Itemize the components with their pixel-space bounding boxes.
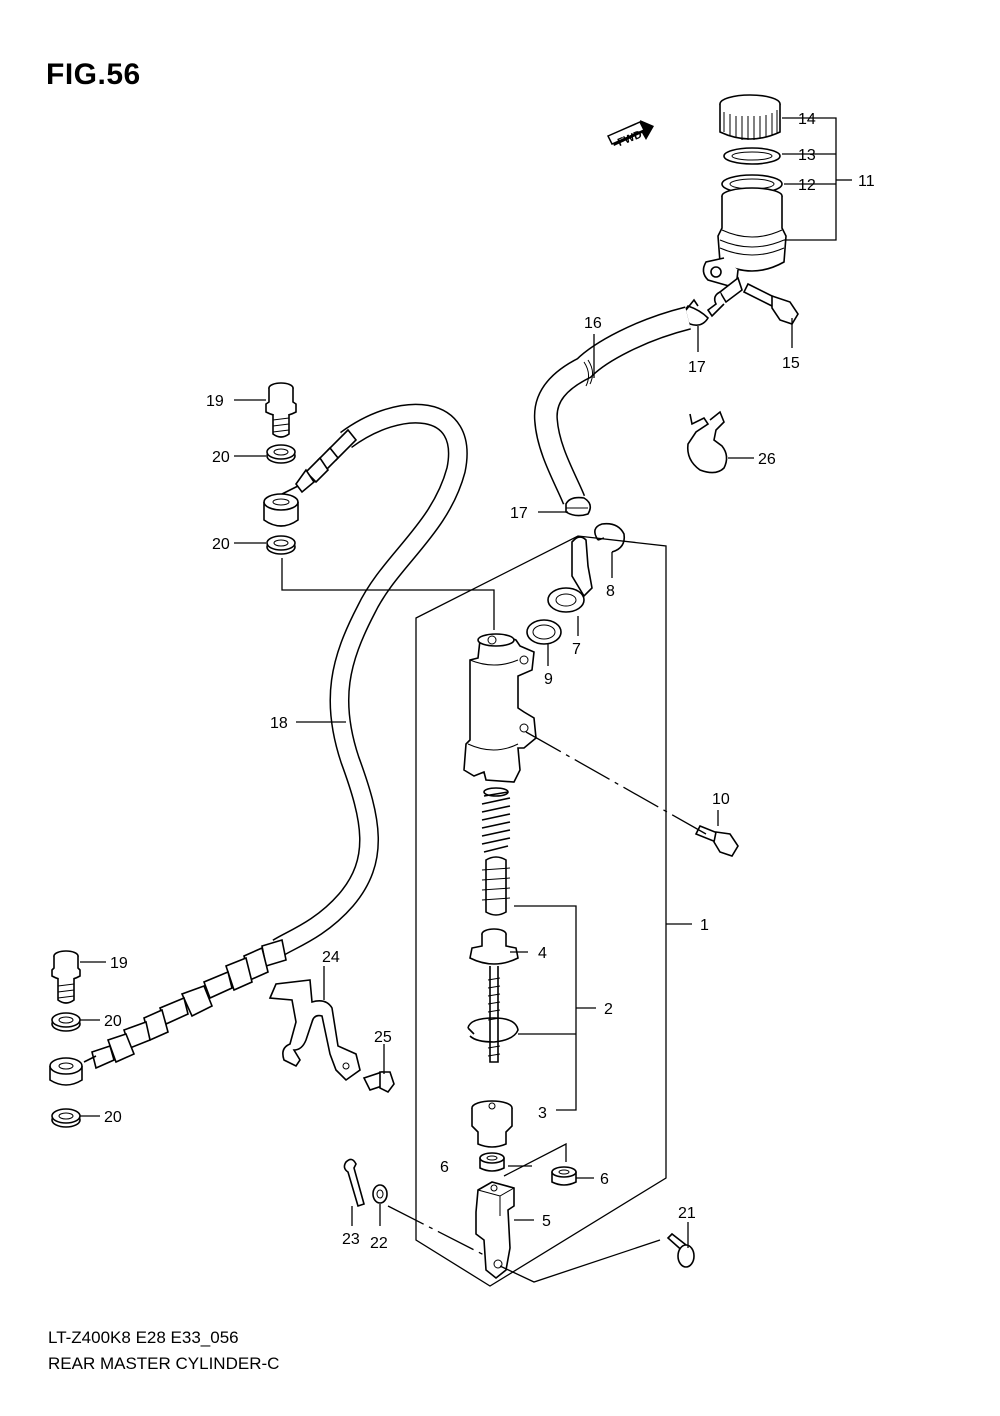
nut-6-left [479,1152,505,1172]
hose-clamp-24 [268,979,361,1082]
callout-20-d: 20 [104,1109,122,1126]
callout-23: 23 [342,1231,360,1248]
banjo-fitting-upper [263,493,299,527]
boot-3 [471,1100,513,1148]
callout-26: 26 [758,451,776,468]
callout-22: 22 [370,1235,388,1252]
union-bolt-19-upper [265,382,297,438]
banjo-fitting-lower [49,1057,83,1086]
callout-7: 7 [572,641,581,658]
callout-18: 18 [270,715,288,732]
callout-25: 25 [374,1029,392,1046]
callout-24: 24 [322,949,340,966]
clevis-5 [475,1181,515,1280]
washer-20-a [266,444,296,464]
model-code: LT-Z400K8 E28 E33_056 [48,1328,239,1347]
callout-10: 10 [712,791,730,808]
spring [481,787,511,853]
clip-26 [686,410,728,474]
figure-title: FIG.56 [46,58,141,91]
callout-17-lower: 17 [510,505,528,522]
connector-7 [547,536,593,613]
part-name: REAR MASTER CYLINDER-C [48,1354,280,1373]
reservoir-body-11 [702,187,787,318]
diaphragm-plate-13 [723,147,781,165]
callout-20-a: 20 [212,449,230,466]
callout-20-b: 20 [212,536,230,553]
leader-lines [80,117,852,1283]
callout-13: 13 [798,147,816,164]
callout-1: 1 [700,917,709,934]
washer-20-d [51,1108,81,1128]
circlip-2 [467,1017,519,1043]
callout-17-upper: 17 [688,359,706,376]
nut-6-right [551,1166,577,1186]
callout-4: 4 [538,945,547,962]
callout-16: 16 [584,315,602,332]
circlip-8 [594,522,626,553]
callout-21: 21 [678,1205,696,1222]
reservoir-cap-14 [719,94,781,140]
callout-14: 14 [798,111,816,128]
washer-20-b [266,535,296,555]
callout-6-left: 6 [440,1159,449,1176]
clevis-pin-21 [666,1232,695,1268]
callout-8: 8 [606,583,615,600]
callout-19-upper: 19 [206,393,224,410]
callout-9: 9 [544,671,553,688]
bolt-10 [694,824,739,857]
callout-20-c: 20 [104,1013,122,1030]
callout-11: 11 [858,173,875,190]
callout-15: 15 [782,355,800,372]
fwd-arrow-icon: FWD [606,120,654,149]
washer-22 [372,1184,388,1204]
callout-2: 2 [604,1001,613,1018]
callout-5: 5 [542,1213,551,1230]
callout-19-lower: 19 [110,955,128,972]
brake-hose-18 [83,403,468,1070]
callout-labels: 1 2 3 4 5 6 6 7 8 9 10 11 12 13 14 15 16… [104,111,875,1252]
master-cylinder-body [463,633,537,783]
clamp-17-lower [565,496,592,517]
push-rod-4 [469,928,519,1063]
callout-6-right: 6 [600,1171,609,1188]
cotter-pin-23 [343,1158,365,1208]
callout-12: 12 [798,177,816,194]
reservoir-hose-16 [533,306,692,505]
washer-20-c [51,1012,81,1032]
bolt-25 [362,1071,395,1094]
o-ring-9 [526,619,562,645]
assembly-outline-1 [415,535,667,1287]
callout-3: 3 [538,1105,547,1122]
piston-set-2 [481,856,511,916]
bolt-15 [742,282,799,325]
union-bolt-19-lower [51,950,81,1004]
